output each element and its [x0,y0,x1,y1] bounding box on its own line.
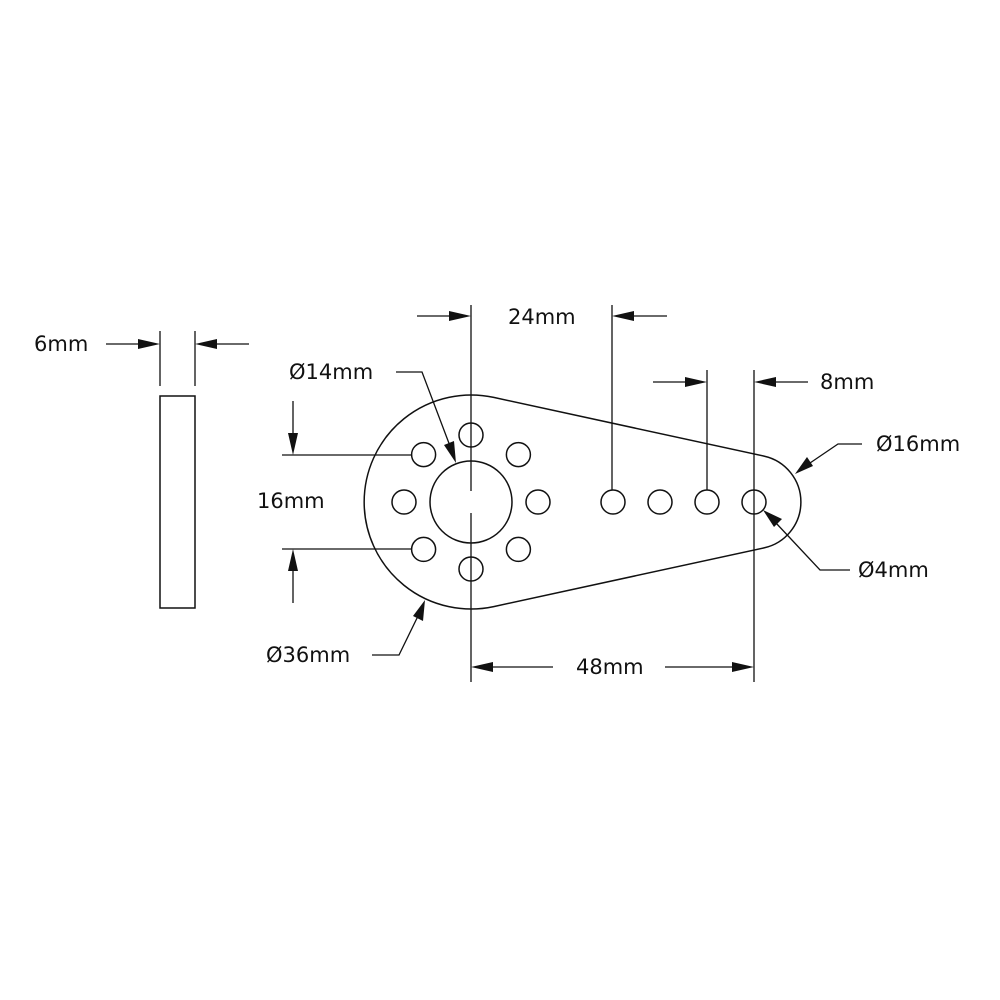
dim-8mm [653,370,808,682]
arrowhead-icon [288,433,298,455]
arrowhead-icon [795,457,813,474]
first-hole-offset-label: 24mm [508,305,576,329]
leader-line [809,443,862,464]
dim-48mm [471,662,754,672]
arrowhead-icon [449,311,471,321]
arm-hole [647,489,673,515]
hub-diameter-label: Ø36mm [266,643,351,667]
bolt-hole [410,441,437,468]
leader-line [396,371,451,447]
arrowhead-icon [413,600,425,621]
arrowhead-icon [471,662,493,672]
arm-hole [600,489,626,515]
arrowhead-icon [138,339,160,349]
leader-line [775,522,850,571]
arm-end-diameter-label: Ø16mm [876,432,961,456]
arrowhead-icon [732,662,754,672]
arrowhead-icon [685,377,707,387]
arm-hole [694,489,720,515]
leader-arm-end [795,443,862,474]
arm-hole-diameter-label: Ø4mm [858,558,929,582]
arm-holes [600,489,767,515]
leader-line [372,613,420,656]
bolt-hole [391,489,417,515]
hole-pitch-label: 8mm [820,370,875,394]
hub-bore-label: Ø14mm [289,360,374,384]
bolt-spacing-label: 16mm [257,489,325,513]
leader-bore [396,371,456,463]
arrowhead-icon [288,549,298,571]
arm-outline [363,394,802,610]
leader-arm-hole [763,510,850,571]
dim-24mm [417,305,667,490]
arrowhead-icon [763,510,782,527]
arrowhead-icon [444,441,456,463]
arrowhead-icon [195,339,217,349]
bolt-hole [525,489,551,515]
bolt-hole [410,536,437,563]
arrowhead-icon [612,311,634,321]
arrowhead-icon [754,377,776,387]
bolt-hole [505,536,532,563]
side-view-body [159,395,196,609]
side-view [106,331,249,609]
dim-16mm [282,401,412,603]
top-view [363,305,802,682]
arm-length-label: 48mm [576,655,644,679]
thickness-label: 6mm [34,332,89,356]
leader-hub [372,600,425,656]
bolt-hole [505,441,532,468]
